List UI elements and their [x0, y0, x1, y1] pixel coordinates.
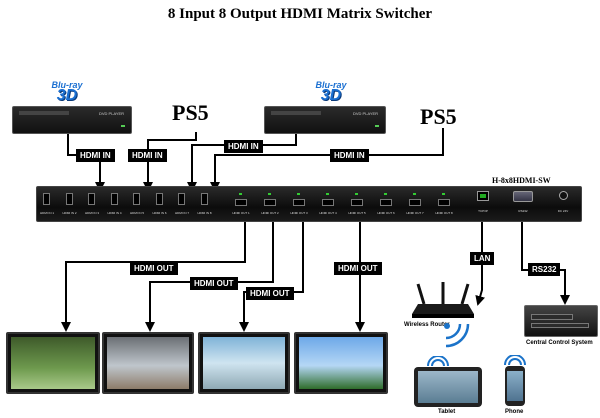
hdmi-in-port-label: HDMI IN 5 [129, 211, 144, 215]
output-led-icon [413, 193, 416, 195]
tv-display-2 [102, 332, 194, 394]
diagram-title: 8 Input 8 Output HDMI Matrix Switcher [167, 6, 433, 22]
hdmi-out-port-6[interactable] [380, 199, 392, 206]
hdmi-out-port-label: HDMI OUT 6 [377, 211, 395, 215]
hdmi-out-tag-3: HDMI OUT [246, 287, 294, 300]
wire-lan [475, 214, 486, 306]
bluray-player-left: DVD PLAYER [12, 106, 132, 134]
wire-ps5b-to-in4 [210, 128, 444, 192]
hdmi-out-port-label: HDMI OUT 4 [319, 211, 337, 215]
rs232-port-label: RS232 [518, 209, 528, 213]
hdmi-out-port-7[interactable] [409, 199, 421, 206]
hdmi-in-port-label: HDMI IN 4 [107, 211, 122, 215]
hdmi-out-port-4[interactable] [322, 199, 334, 206]
disc-tray [19, 111, 69, 115]
output-led-icon [297, 193, 300, 195]
wire-rs232 [521, 214, 570, 305]
phone-icon [505, 366, 525, 406]
hdmi-in-tag-4: HDMI IN [330, 149, 369, 162]
output-led-icon [384, 193, 387, 195]
hdmi-out-port-label: HDMI OUT 8 [435, 211, 453, 215]
phone-wifi-icon [504, 355, 526, 366]
hdmi-in-port-label: HDMI IN 7 [174, 211, 189, 215]
ps5-label-right: PS5 [420, 104, 457, 129]
matrix-switcher: HDMI IN 1 HDMI IN 2 HDMI IN 3 HDMI IN 4 HDMI… [36, 186, 582, 222]
hdmi-out-port-2[interactable] [264, 199, 276, 206]
bluray-logo-right: Blu-ray 3D [315, 80, 347, 104]
bluray-player-right: DVD PLAYER [264, 106, 386, 134]
dvd-player-label: DVD PLAYER [353, 111, 379, 116]
output-led-icon [442, 193, 445, 195]
tablet-wifi-icon [427, 356, 449, 367]
hdmi-in-port-6[interactable] [155, 193, 163, 205]
phone-label: Phone [505, 409, 524, 415]
rs232-port[interactable] [513, 191, 533, 202]
tv-display-1 [6, 332, 100, 394]
hdmi-out-port-label: HDMI OUT 1 [232, 211, 250, 215]
dvd-player-label: DVD PLAYER [99, 111, 125, 116]
output-led-icon [268, 193, 271, 195]
control-label: Central Control System [526, 340, 593, 346]
hdmi-out-port-label: HDMI OUT 3 [290, 211, 308, 215]
hdmi-out-tag-1: HDMI OUT [130, 262, 178, 275]
power-label: DC 24V [557, 209, 569, 213]
hdmi-in-tag-2: HDMI IN [128, 149, 167, 162]
tv-display-4 [294, 332, 388, 394]
bluray-logo-left: Blu-ray 3D [51, 80, 83, 104]
lan-port[interactable] [477, 191, 489, 201]
disc-tray [271, 111, 321, 115]
tv-display-3 [198, 332, 290, 394]
router-label: Wireless Router [404, 322, 450, 328]
power-led-icon [121, 125, 125, 127]
central-control-device [524, 305, 598, 337]
hdmi-out-tag-4: HDMI OUT [334, 262, 382, 275]
output-led-icon [326, 193, 329, 195]
output-led-icon [239, 193, 242, 195]
rs232-tag: RS232 [528, 263, 561, 276]
hdmi-in-tag-1: HDMI IN [76, 149, 115, 162]
hdmi-out-port-5[interactable] [351, 199, 363, 206]
ps5-label-left: PS5 [172, 100, 209, 125]
wireless-router-icon [412, 282, 474, 318]
hdmi-out-port-label: HDMI OUT 2 [261, 211, 279, 215]
wifi-signal-icon [444, 323, 470, 348]
power-jack-icon[interactable] [559, 191, 568, 200]
hdmi-out-port-8[interactable] [438, 199, 450, 206]
hdmi-out-port-3[interactable] [293, 199, 305, 206]
hdmi-in-port-label: HDMI IN 2 [62, 211, 77, 215]
tablet-label: Tablet [438, 409, 456, 415]
output-led-icon [355, 193, 358, 195]
hdmi-in-port-label: HDMI IN 3 [84, 211, 99, 215]
lan-tag: LAN [470, 252, 495, 265]
hdmi-in-port-5[interactable] [133, 193, 140, 205]
hdmi-out-port-label: HDMI OUT 7 [406, 211, 424, 215]
hdmi-in-port-label: HDMI IN 8 [197, 211, 212, 215]
power-led-icon [375, 125, 379, 127]
hdmi-out-tag-2: HDMI OUT [190, 277, 238, 290]
hdmi-in-port-3[interactable] [88, 193, 95, 205]
hdmi-in-port-7[interactable] [178, 193, 185, 205]
hdmi-in-port-label: HDMI IN 1 [39, 211, 54, 215]
hdmi-in-port-8[interactable] [200, 193, 208, 205]
tcpip-label: TCP/IP [478, 209, 488, 213]
tablet-icon [414, 367, 482, 407]
hdmi-in-port-1[interactable] [43, 193, 50, 205]
hdmi-in-tag-3: HDMI IN [224, 140, 263, 153]
wire-ps5a-to-in2 [143, 132, 197, 192]
hdmi-out-port-label: HDMI OUT 5 [348, 211, 366, 215]
hdmi-in-port-2[interactable] [65, 193, 73, 205]
hdmi-in-port-4[interactable] [110, 193, 118, 205]
hdmi-in-port-label: HDMI IN 6 [152, 211, 167, 215]
model-label: H-8x8HDMI-SW [492, 176, 551, 185]
hdmi-out-port-1[interactable] [235, 199, 247, 206]
